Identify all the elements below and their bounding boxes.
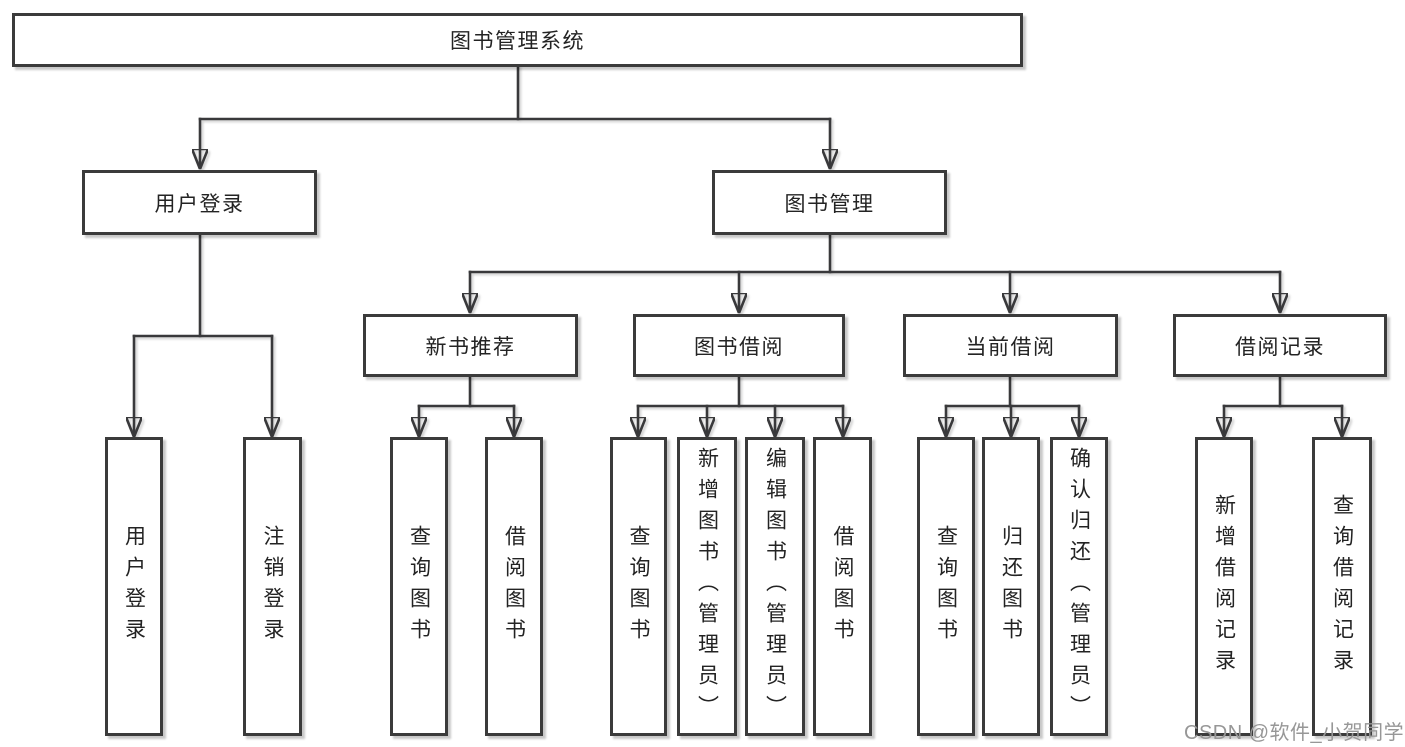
- leaf-query-borrow-record-label: 查询借阅记录: [1330, 493, 1354, 680]
- node-book-management-label: 图书管理: [784, 192, 875, 216]
- leaf-add-borrow-record: 新增借阅记录: [1195, 437, 1253, 736]
- leaf-user-login-label: 用户登录: [122, 524, 146, 649]
- node-user-login-label: 用户登录: [154, 192, 245, 216]
- leaf-logout: 注销登录: [243, 437, 302, 736]
- leaf-borrow-books-newrec-label: 借阅图书: [502, 524, 526, 649]
- leaf-query-books-newrec-label: 查询图书: [407, 524, 431, 649]
- leaf-query-books-current-label: 查询图书: [934, 524, 958, 649]
- leaf-user-login: 用户登录: [105, 437, 163, 736]
- leaf-edit-books-admin-label: 编辑图书（管理员）: [763, 447, 787, 726]
- node-borrowing-records-label: 借阅记录: [1235, 335, 1325, 359]
- leaf-query-books-current: 查询图书: [917, 437, 975, 736]
- leaf-logout-label: 注销登录: [261, 524, 284, 649]
- leaf-query-books-newrec: 查询图书: [390, 437, 448, 736]
- leaf-borrow-books-borrow: 借阅图书: [813, 437, 872, 736]
- leaf-query-books-borrow-label: 查询图书: [627, 524, 650, 649]
- leaf-borrow-books-borrow-label: 借阅图书: [831, 524, 854, 649]
- node-new-book-recommend-label: 新书推荐: [425, 335, 516, 359]
- node-book-borrowing-label: 图书借阅: [694, 335, 784, 359]
- leaf-confirm-return-admin: 确认归还（管理员）: [1050, 437, 1108, 736]
- leaf-add-borrow-record-label: 新增借阅记录: [1212, 493, 1236, 680]
- node-user-login-branch: 用户登录: [82, 170, 317, 235]
- node-root-system: 图书管理系统: [12, 13, 1023, 67]
- csdn-watermark: CSDN @软件_小贺同学: [1184, 722, 1405, 744]
- node-borrowing-records: 借阅记录: [1173, 314, 1387, 377]
- leaf-edit-books-admin: 编辑图书（管理员）: [745, 437, 805, 736]
- leaf-confirm-return-admin-label: 确认归还（管理员）: [1067, 447, 1091, 726]
- leaf-add-books-admin: 新增图书（管理员）: [677, 437, 737, 736]
- leaf-query-books-borrow: 查询图书: [610, 437, 667, 736]
- node-book-borrowing: 图书借阅: [633, 314, 845, 377]
- leaf-return-books-label: 归还图书: [999, 524, 1023, 649]
- node-book-management-branch: 图书管理: [712, 170, 947, 235]
- node-current-borrowing-label: 当前借阅: [965, 335, 1056, 359]
- leaf-add-books-admin-label: 新增图书（管理员）: [695, 447, 719, 726]
- node-root-label: 图书管理系统: [450, 30, 585, 53]
- leaf-return-books: 归还图书: [982, 437, 1040, 736]
- leaf-borrow-books-newrec: 借阅图书: [485, 437, 543, 736]
- node-new-book-recommend: 新书推荐: [363, 314, 578, 377]
- leaf-query-borrow-record: 查询借阅记录: [1312, 437, 1372, 736]
- node-current-borrowing: 当前借阅: [903, 314, 1118, 377]
